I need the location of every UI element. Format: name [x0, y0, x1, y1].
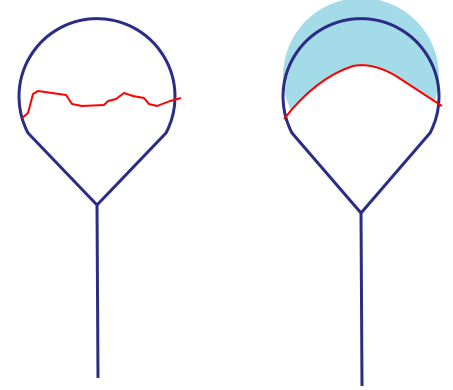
- balloon-left-rough-line: [22, 91, 181, 118]
- balloon-left-outline: [19, 19, 175, 205]
- balloon-left: [19, 19, 181, 378]
- balloon-left-stick: [97, 205, 98, 378]
- balloon-right: [280, 0, 442, 386]
- balloon-right-stick: [361, 213, 362, 386]
